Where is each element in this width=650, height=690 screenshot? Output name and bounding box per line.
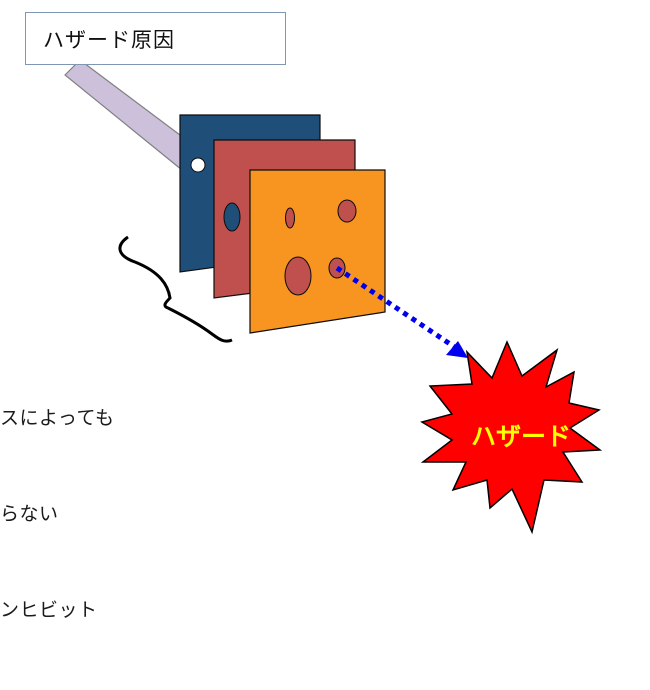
curly-brace: [118, 235, 233, 343]
hazard-path-arrow: [335, 265, 458, 351]
layer-back-hole: [190, 157, 206, 173]
layer-front: [249, 169, 386, 334]
hazard-label: ハザード: [471, 422, 571, 451]
hazard-cause-label: ハザード原因: [43, 27, 175, 52]
note-line-1: スによっても: [0, 407, 115, 429]
hazard-cause-box: ハザード原因: [25, 12, 286, 65]
layer-front-hole-2: [337, 199, 357, 223]
swiss-cheese-diagram: ハザード: [64, 59, 603, 535]
hazard-starburst: [420, 340, 603, 535]
layer-middle-hole: [223, 202, 241, 232]
layer-front-hole-3: [284, 256, 312, 296]
note-line-2: らない: [0, 503, 59, 525]
layer-front-hole-1: [285, 207, 295, 229]
note-line-3: ンヒビット: [0, 599, 98, 621]
hazard-path-arrowhead: [446, 341, 468, 358]
defense-note: スによっても らない ンヒビット: [0, 338, 115, 690]
diagram-canvas: ハザード ハザード原因 スによっても らない ンヒビット: [0, 12, 603, 621]
